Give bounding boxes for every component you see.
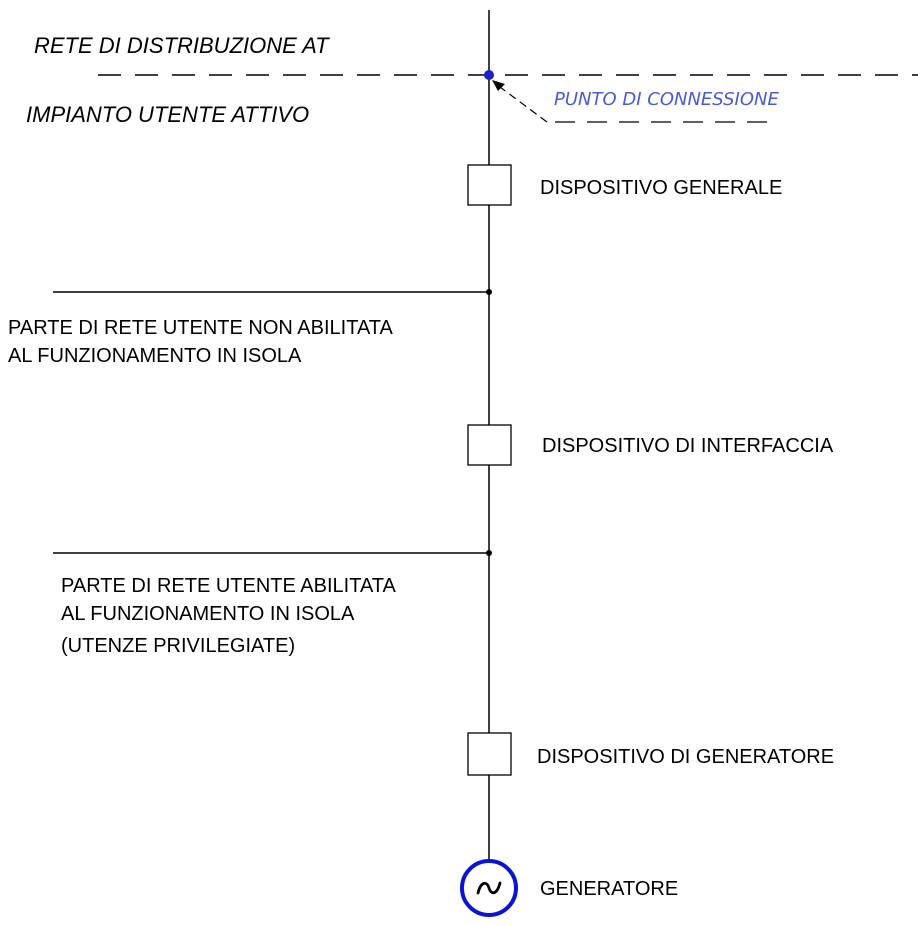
general-device-box [467, 164, 512, 206]
connection-point-dot [484, 70, 494, 80]
network-bottom-label: IMPIANTO UTENTE ATTIVO [26, 102, 309, 127]
island-label-line2: AL FUNZIONAMENTO IN ISOLA [61, 603, 355, 625]
generator-label: GENERATORE [540, 878, 678, 900]
connection-point-label: PUNTO DI CONNESSIONE [554, 89, 779, 110]
leader-arrowhead [492, 80, 505, 91]
non-island-junction [486, 289, 492, 295]
island-junction [486, 550, 492, 556]
interface-device-box [467, 424, 512, 466]
island-label-line3: (UTENZE PRIVILEGIATE) [61, 635, 295, 657]
connection-leader [492, 80, 767, 123]
generator-device-box [467, 732, 512, 776]
interface-device-label: DISPOSITIVO DI INTERFACCIA [542, 435, 834, 457]
network-top-label: RETE DI DISTRIBUZIONE AT [34, 33, 330, 58]
ac-sine-icon [476, 881, 502, 895]
non-island-label-line2: AL FUNZIONAMENTO IN ISOLA [8, 345, 302, 367]
generator-device-label: DISPOSITIVO DI GENERATORE [537, 746, 834, 768]
general-device-label: DISPOSITIVO GENERALE [540, 177, 782, 199]
island-label-line1: PARTE DI RETE UTENTE ABILITATA [61, 575, 397, 597]
non-island-label-line1: PARTE DI RETE UTENTE NON ABILITATA [8, 317, 394, 339]
